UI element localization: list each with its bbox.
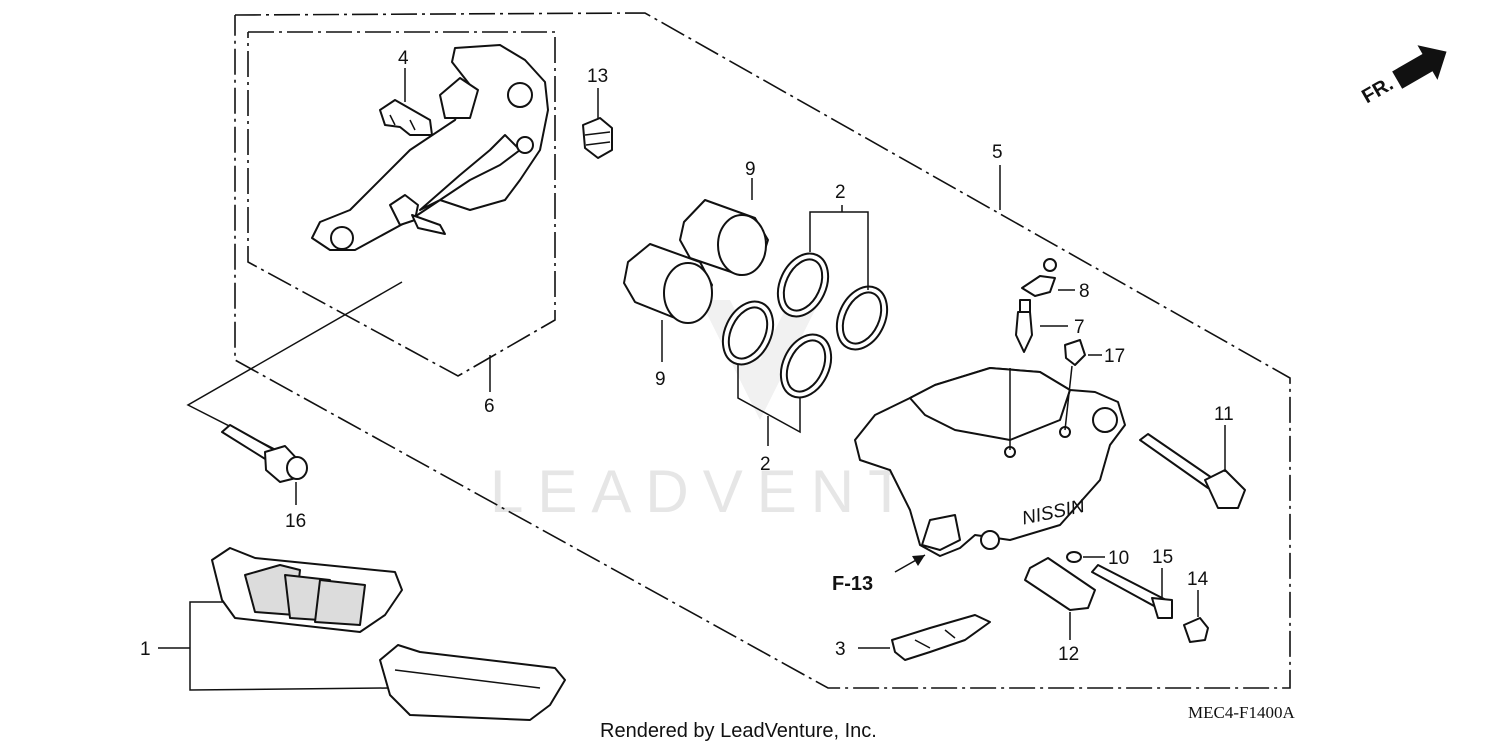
leader-2b bbox=[737, 365, 801, 434]
brake-pad-lower-part bbox=[379, 644, 566, 721]
bleeder-screw-part bbox=[1015, 299, 1033, 353]
callout-12: 12 bbox=[1058, 644, 1079, 665]
pad-spring-part bbox=[379, 99, 433, 136]
caliper-pin-part bbox=[1024, 557, 1096, 611]
pad-pin-part bbox=[1091, 564, 1173, 619]
callout-2-lower: 2 bbox=[760, 454, 771, 475]
callout-10: 10 bbox=[1108, 548, 1129, 569]
callout-11: 11 bbox=[1214, 404, 1234, 425]
valve-cap-part bbox=[1064, 339, 1086, 366]
callout-9-upper: 9 bbox=[745, 159, 756, 180]
bracket-boundary bbox=[247, 31, 556, 377]
callout-6: 6 bbox=[484, 396, 495, 417]
callout-8: 8 bbox=[1079, 281, 1090, 302]
leader-1-bracket bbox=[189, 601, 389, 691]
brake-pad-upper-part bbox=[211, 547, 403, 633]
bracket-bolt-link bbox=[186, 281, 403, 463]
callout-15: 15 bbox=[1152, 547, 1173, 568]
callout-4: 4 bbox=[398, 48, 409, 69]
callout-16: 16 bbox=[285, 511, 306, 532]
bleeder-cap-part bbox=[1021, 258, 1057, 297]
callout-14: 14 bbox=[1187, 569, 1209, 590]
pin-bolt-part bbox=[1139, 433, 1246, 509]
assembly-boundary bbox=[234, 12, 1291, 689]
caliper-bracket-part bbox=[311, 44, 549, 251]
reference-arrowhead bbox=[912, 555, 925, 566]
callout-2-upper: 2 bbox=[835, 182, 846, 203]
callout-1: 1 bbox=[140, 639, 151, 660]
callout-13: 13 bbox=[587, 66, 608, 87]
mounting-bolt-part bbox=[221, 424, 308, 483]
callout-9-lower: 9 bbox=[655, 369, 666, 390]
leader-2a bbox=[809, 211, 869, 290]
callout-5: 5 bbox=[992, 142, 1003, 163]
valve-guide bbox=[1064, 365, 1073, 431]
callout-7: 7 bbox=[1074, 317, 1085, 338]
plug-part bbox=[1183, 617, 1209, 643]
pad-retainer-part bbox=[891, 614, 991, 661]
rubber-cap-part bbox=[582, 117, 613, 159]
front-direction-arrow bbox=[1392, 45, 1447, 89]
piston-seals-part bbox=[721, 252, 889, 399]
caliper-body-part bbox=[854, 367, 1126, 557]
piston-upper-part bbox=[679, 199, 769, 276]
washer-part bbox=[1066, 551, 1082, 563]
diagram-code: MEC4-F1400A bbox=[1188, 703, 1295, 722]
direction-label: FR. bbox=[1358, 73, 1397, 108]
callout-17: 17 bbox=[1104, 346, 1125, 367]
callout-3: 3 bbox=[835, 639, 846, 660]
footer-credit: Rendered by LeadVenture, Inc. bbox=[600, 720, 877, 742]
piston-lower-part bbox=[623, 243, 713, 324]
reference-label: F-13 bbox=[832, 573, 873, 595]
